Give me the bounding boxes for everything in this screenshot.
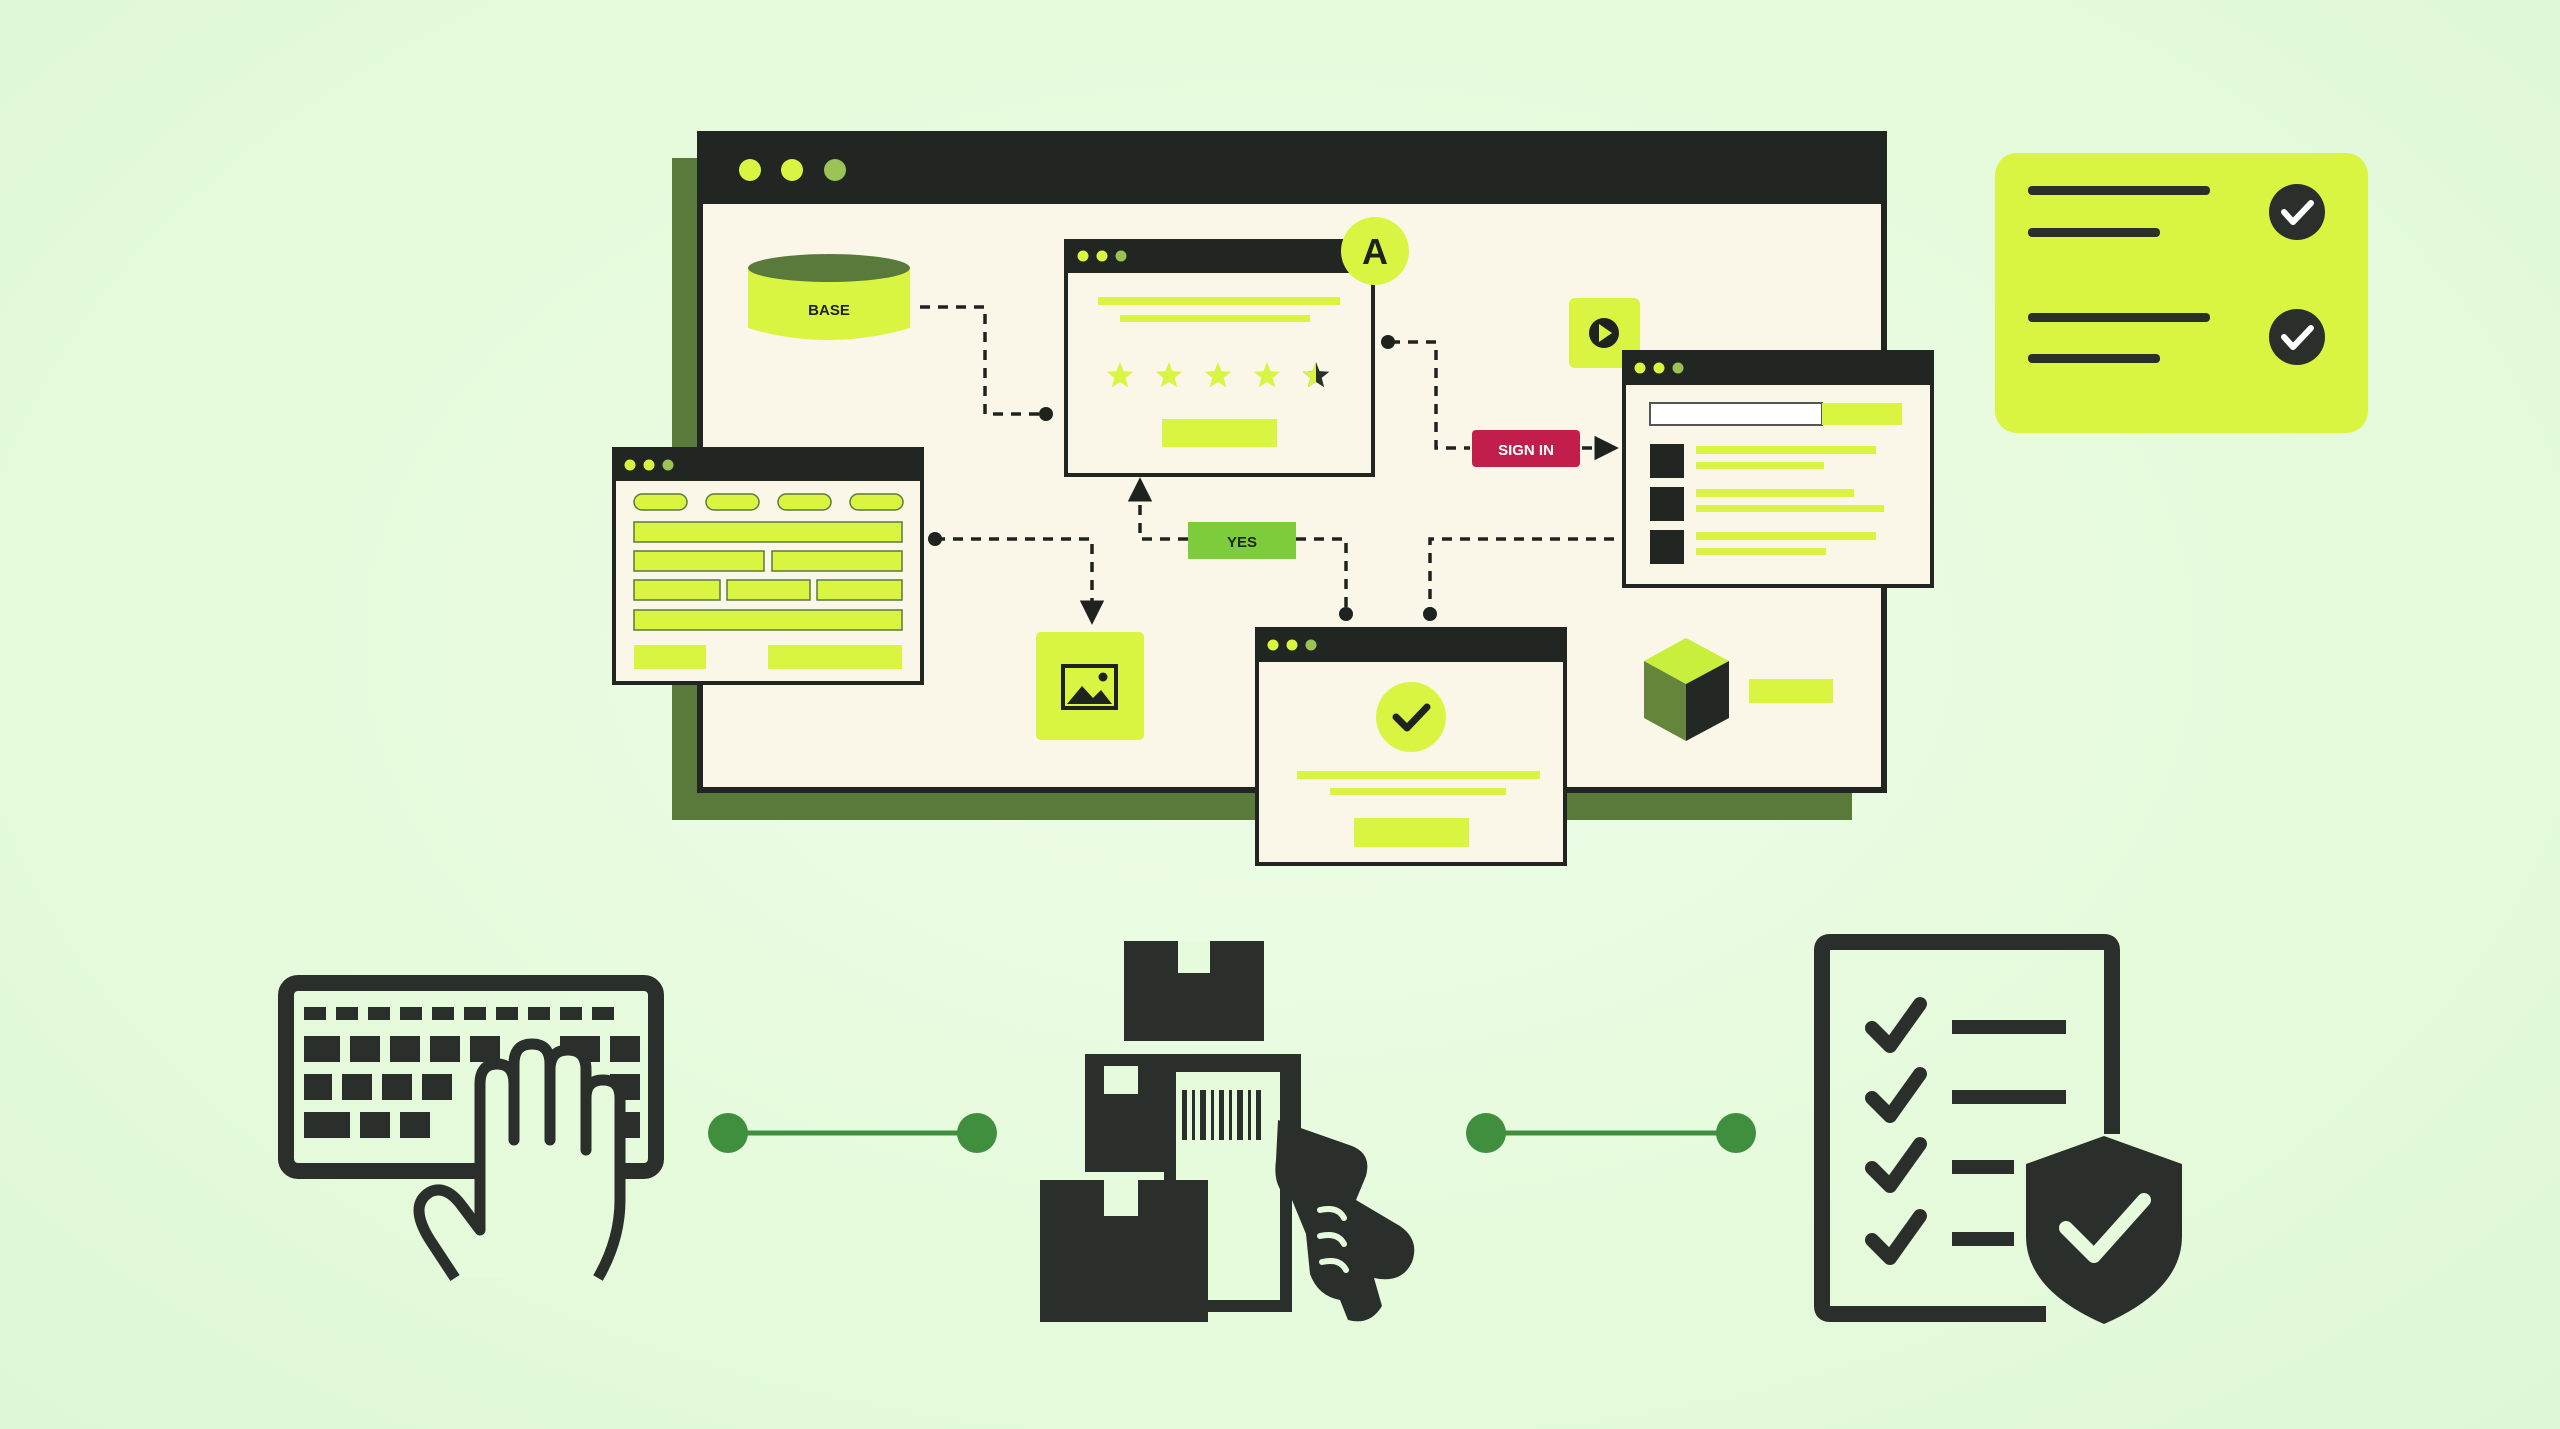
star-icon[interactable] [1106, 362, 1134, 388]
sign-in-label: SIGN IN [1498, 442, 1554, 459]
success-text-line [1297, 771, 1540, 779]
table-tab[interactable] [849, 493, 904, 511]
rating-window [1064, 239, 1375, 477]
connector-node [928, 532, 942, 546]
connector-list-to-success [1428, 537, 1614, 612]
list-thumbnail [1650, 487, 1684, 521]
database-icon: BASE [748, 254, 910, 340]
star-icon[interactable] [1155, 362, 1183, 388]
image-placeholder[interactable] [1036, 632, 1144, 740]
yes-label: YES [1227, 534, 1257, 551]
rating-text-line [1120, 315, 1310, 322]
shield-icon [2026, 1136, 2182, 1324]
connector-node [1423, 607, 1437, 621]
connector-node [1039, 407, 1053, 421]
table-cell [816, 579, 903, 601]
cube-icon [1644, 638, 1729, 741]
checklist-line [2028, 313, 2210, 322]
image-icon [1061, 664, 1118, 710]
star-icon[interactable] [1204, 362, 1232, 388]
table-window [612, 447, 924, 685]
table-cell [726, 579, 811, 601]
success-window [1255, 627, 1567, 866]
search-input[interactable] [1649, 402, 1823, 426]
connectors [920, 305, 1619, 625]
database-label: BASE [808, 302, 850, 319]
list-thumbnail [1650, 530, 1684, 564]
window-dot-2[interactable] [781, 159, 803, 181]
window-dot-3[interactable] [824, 159, 846, 181]
success-check-icon [1376, 682, 1446, 752]
list-thumbnail [1650, 444, 1684, 478]
list-item[interactable] [1650, 444, 1876, 478]
cube-label-bar [1749, 679, 1833, 703]
table-cell [633, 550, 765, 572]
table-tabs [633, 493, 904, 511]
sign-in-button[interactable]: SIGN IN [1472, 430, 1580, 467]
list-window [1622, 350, 1934, 588]
keyboard-typing-icon [278, 975, 664, 1282]
table-row [633, 609, 903, 631]
success-continue-button[interactable] [1354, 818, 1469, 847]
rating-submit-button[interactable] [1162, 419, 1277, 447]
checklist-line [2028, 186, 2210, 195]
search-button[interactable] [1822, 403, 1902, 425]
table-grid [633, 521, 903, 631]
table-tab[interactable] [705, 493, 760, 511]
table-cell [633, 579, 721, 601]
table-cell [771, 550, 903, 572]
checklist-line [2028, 354, 2160, 363]
list-item[interactable] [1650, 487, 1884, 521]
table-button-left[interactable] [634, 645, 706, 669]
table-tab[interactable] [633, 493, 688, 511]
workflow-connector-2 [1466, 1113, 1756, 1153]
check-icon [2269, 184, 2325, 240]
connector-node [1339, 607, 1353, 621]
check-icon [2269, 309, 2325, 365]
avatar-letter: A [1362, 231, 1388, 272]
avatar[interactable]: A [1341, 217, 1409, 285]
barcode-scanner-packages-icon [1040, 941, 1415, 1322]
checklist-line [2028, 228, 2160, 237]
checklist-shield-icon [1814, 934, 2182, 1324]
workflow-connector-1 [708, 1113, 997, 1153]
star-icon[interactable] [1253, 362, 1281, 388]
success-text-line [1330, 788, 1506, 795]
list-item[interactable] [1650, 530, 1876, 564]
connector-yes-to-success [1296, 537, 1348, 612]
table-button-right[interactable] [768, 645, 902, 669]
window-titlebar [700, 134, 1884, 204]
rating-text-line [1098, 297, 1340, 305]
connector-rating-to-signin [1390, 340, 1470, 450]
yes-tag: YES [1188, 522, 1296, 559]
checklist-card [1995, 153, 2368, 433]
star-rating[interactable] [1106, 362, 1330, 388]
connector-db-to-rating [920, 305, 1046, 416]
table-row [633, 521, 903, 543]
connector-node [1381, 335, 1395, 349]
window-dot-1[interactable] [739, 159, 761, 181]
table-tab[interactable] [777, 493, 832, 511]
star-icon-half [1303, 362, 1330, 387]
